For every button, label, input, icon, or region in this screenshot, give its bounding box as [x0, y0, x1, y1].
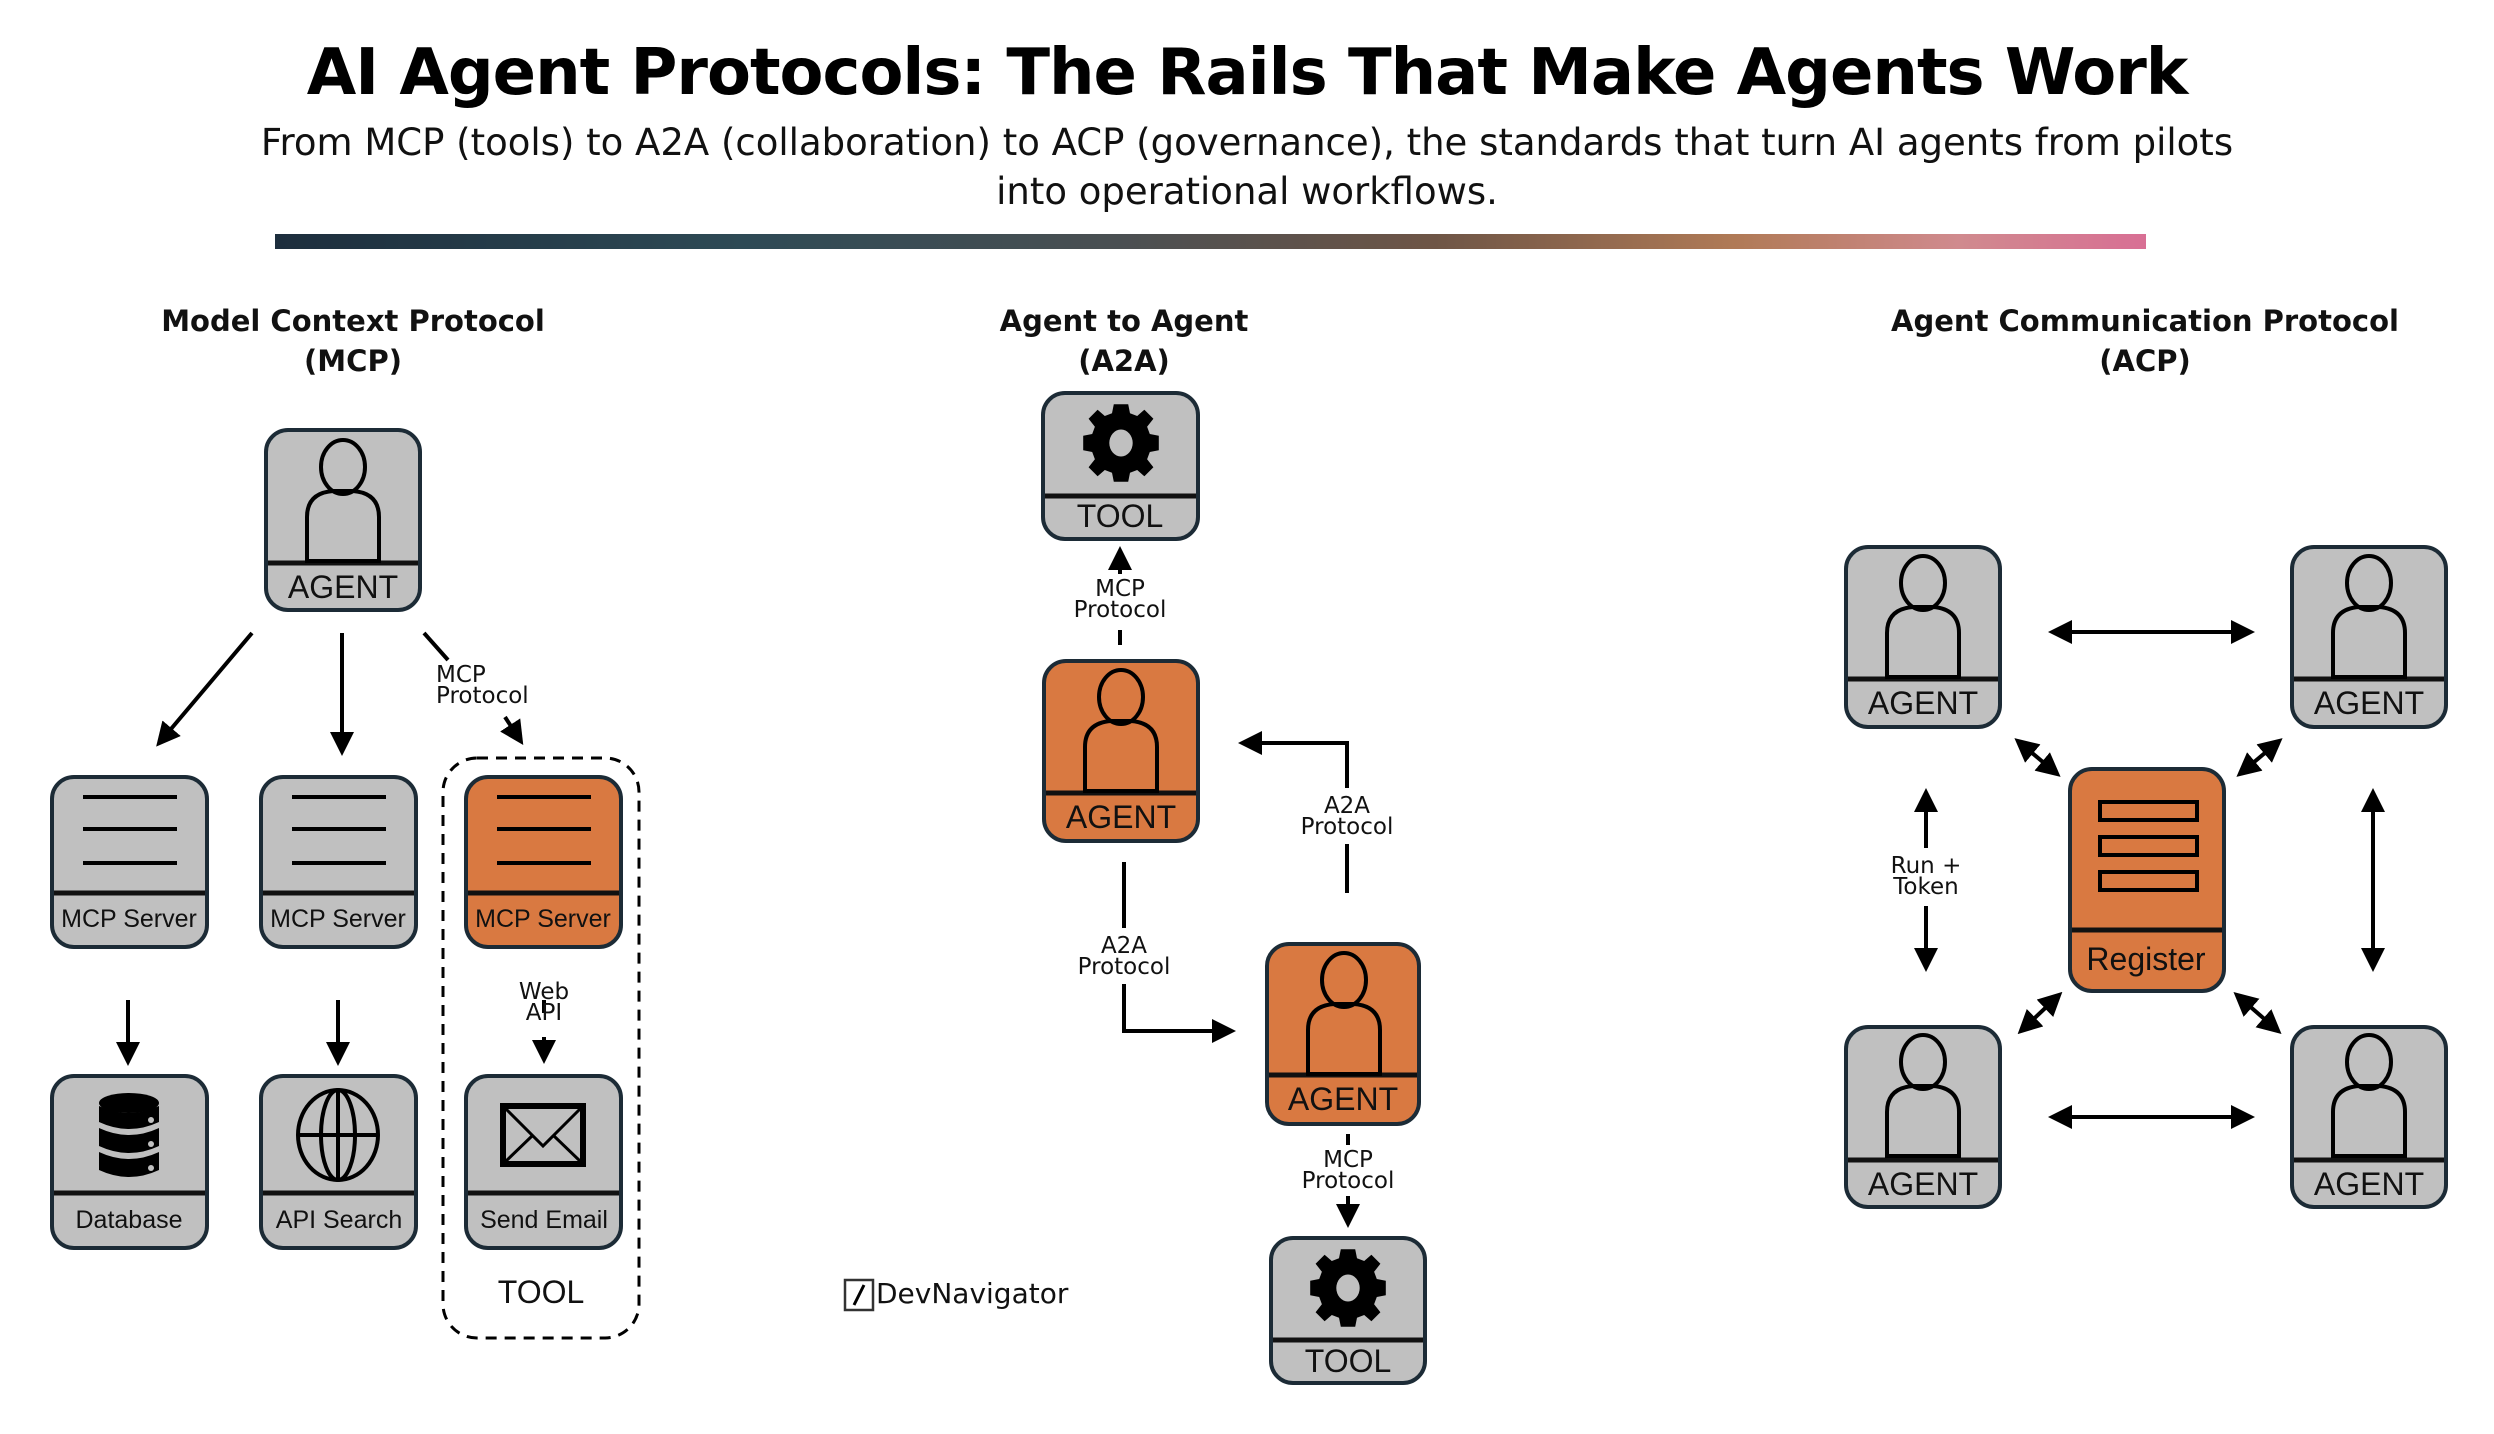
- arrow-agent-to-server-1: [156, 631, 254, 747]
- a2a-mcp-label-bottom-line1: MCP: [1323, 1147, 1373, 1173]
- a2a-tool-top-label: TOOL: [1077, 498, 1164, 534]
- web-api-label-line2: API: [526, 1000, 562, 1026]
- a2a-heading-line2: (A2A): [1078, 344, 1170, 378]
- web-api-line1: Web: [519, 979, 569, 1005]
- web-api-label-line1: Web: [519, 979, 569, 1005]
- arrow-register-bottom-left: [2017, 991, 2063, 1035]
- tool-group-caption: TOOL: [498, 1274, 585, 1310]
- acp-agent-label: AGENT: [1868, 685, 1978, 721]
- arrow-agent-to-server-3-end: [500, 715, 524, 746]
- label-backdrop: [1074, 928, 1174, 984]
- tool-node-database[interactable]: Database: [50, 1074, 209, 1250]
- mcp-server-node-1[interactable]: MCP Server: [50, 775, 209, 949]
- mcp-edge-label-line1: MCP: [436, 662, 486, 688]
- tool-label: Send Email: [480, 1206, 608, 1234]
- a2a-agent2-label: AGENT: [1288, 1081, 1398, 1117]
- tool-label: API Search: [276, 1206, 402, 1234]
- a2a-section: Agent to Agent (A2A) TOOL MCP Protocol A…: [843, 304, 1427, 1385]
- acp-agent-node-bottom-right[interactable]: AGENT: [2290, 1025, 2448, 1209]
- a2a-agent1-label: AGENT: [1066, 799, 1176, 835]
- run-token-label-line2: Token: [1892, 874, 1958, 900]
- gear-icon: [1083, 404, 1159, 482]
- page-subtitle-line2: into operational workflows.: [996, 170, 1498, 213]
- mcp-server-label: MCP Server: [475, 905, 611, 933]
- mcp-edge-label-line2: Protocol: [436, 683, 529, 709]
- acp-register-node[interactable]: Register: [2068, 767, 2226, 993]
- acp-section: Agent Communication Protocol (ACP) AGENT…: [1844, 304, 2448, 1209]
- acp-agent-label: AGENT: [1868, 1166, 1978, 1202]
- mcp-server-label: MCP Server: [270, 905, 406, 933]
- acp-agent-label: AGENT: [2314, 1166, 2424, 1202]
- run-token-label-line1: Run +: [1891, 853, 1962, 879]
- a2a-tool-bottom-label: TOOL: [1305, 1343, 1392, 1379]
- acp-agent-node-top-right[interactable]: AGENT: [2290, 545, 2448, 729]
- database-icon: [99, 1093, 159, 1177]
- mcp-server-node-3[interactable]: MCP Server: [464, 775, 623, 949]
- arrow-agent-to-server-3-start: [422, 631, 450, 662]
- a2a-agent-node-1[interactable]: AGENT: [1042, 659, 1200, 843]
- label-backdrop: [1300, 788, 1394, 844]
- mcp-heading-line2: (MCP): [304, 344, 402, 378]
- tool-group-boundary: [441, 756, 641, 1340]
- mcp-agent-label: AGENT: [288, 569, 398, 605]
- gear-icon: [1310, 1249, 1386, 1327]
- tool-label: Database: [75, 1206, 182, 1234]
- acp-agent-label: AGENT: [2314, 685, 2424, 721]
- header-banner: [275, 234, 2146, 249]
- acp-agent-node-top-left[interactable]: AGENT: [1844, 545, 2002, 729]
- registry-list-icon: [2098, 800, 2199, 892]
- mcp-agent-node[interactable]: AGENT: [264, 428, 422, 612]
- arrow-register-top-right: [2236, 738, 2283, 777]
- envelope-icon: [500, 1103, 586, 1167]
- globe-icon: [296, 1088, 380, 1182]
- arrow-register-bottom-right: [2233, 992, 2282, 1034]
- a2a-mcp-label-top-line1: MCP: [1095, 576, 1145, 602]
- mcp-heading-line1: Model Context Protocol: [161, 304, 545, 338]
- mcp-section: Model Context Protocol (MCP) AGENT MCP P…: [50, 304, 641, 1340]
- arrow-agent1-to-agent2: [1122, 862, 1236, 1043]
- a2a-tool-node-top[interactable]: TOOL: [1041, 391, 1200, 541]
- mcp-server-node-2[interactable]: MCP Server: [259, 775, 418, 949]
- register-label: Register: [2086, 941, 2206, 977]
- a2a-label-left-line1: A2A: [1101, 933, 1147, 959]
- a2a-mcp-label-top-line2: Protocol: [1074, 597, 1167, 623]
- mcp-server-label: MCP Server: [61, 905, 197, 933]
- a2a-heading-line1: Agent to Agent: [1000, 304, 1249, 338]
- a2a-mcp-label-bottom-line2: Protocol: [1302, 1168, 1395, 1194]
- tool-node-api-search[interactable]: API Search: [259, 1074, 418, 1250]
- a2a-label-right-line1: A2A: [1324, 793, 1370, 819]
- a2a-label-left-line2: Protocol: [1078, 954, 1171, 980]
- arrow-register-top-left: [2014, 738, 2061, 777]
- devnavigator-brand: DevNavigator: [843, 1277, 1069, 1312]
- tool-node-send-email[interactable]: Send Email: [464, 1074, 623, 1250]
- brand-name: DevNavigator: [876, 1277, 1069, 1310]
- slash-box-icon: [843, 1278, 875, 1312]
- page-subtitle-line1: From MCP (tools) to A2A (collaboration) …: [261, 121, 2233, 164]
- page-title: AI Agent Protocols: The Rails That Make …: [307, 36, 2190, 110]
- acp-agent-node-bottom-left[interactable]: AGENT: [1844, 1025, 2002, 1209]
- a2a-tool-node-bottom[interactable]: TOOL: [1269, 1236, 1427, 1385]
- acp-heading-line1: Agent Communication Protocol: [1891, 304, 2399, 338]
- acp-heading-line2: (ACP): [2099, 344, 2191, 378]
- a2a-label-right-line2: Protocol: [1301, 814, 1394, 840]
- a2a-agent-node-2[interactable]: AGENT: [1265, 942, 1421, 1126]
